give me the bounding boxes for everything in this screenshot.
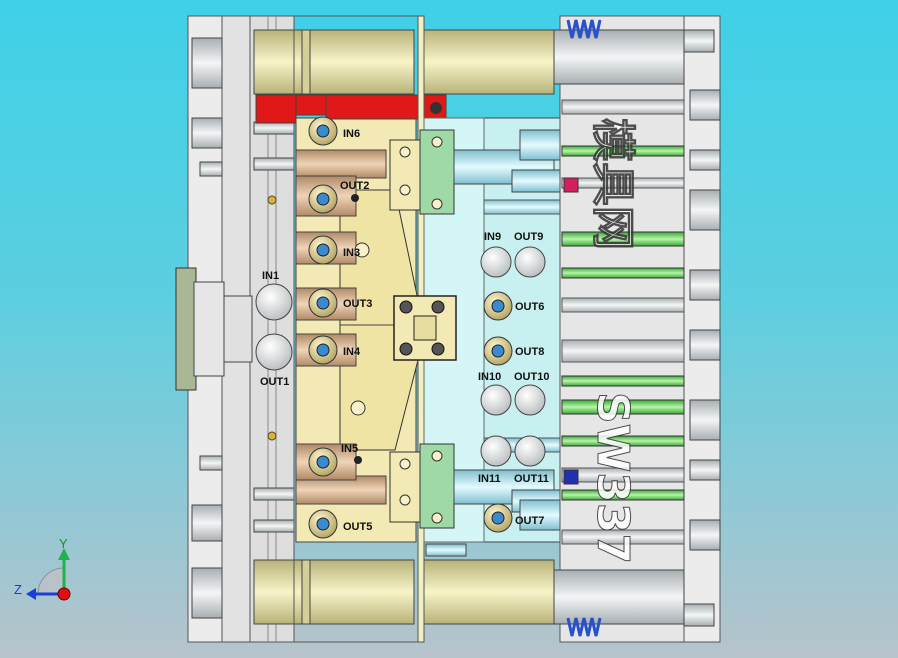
watermark-line2: SW337	[587, 392, 638, 564]
watermark-line1: 模具网	[587, 118, 638, 250]
center-lock-block	[393, 295, 457, 361]
label-out3: OUT3	[343, 298, 372, 310]
label-out8: OUT8	[515, 346, 544, 358]
label-out2: OUT2	[340, 180, 369, 192]
z-axis-arrow-icon	[26, 588, 36, 600]
left-bolts	[191, 37, 295, 619]
locating-ring	[175, 267, 253, 391]
label-in6: IN6	[343, 128, 360, 140]
axis-y-label: Y	[59, 536, 68, 551]
axis-triad: Y Z	[14, 536, 71, 601]
sprue-discs	[255, 283, 293, 371]
label-out9: OUT9	[514, 231, 543, 243]
label-out5: OUT5	[343, 521, 372, 533]
ejector-rods	[561, 99, 685, 545]
label-in5: IN5	[341, 443, 358, 455]
label-in11: IN11	[478, 473, 501, 485]
label-out10: OUT10	[514, 371, 549, 383]
watermark: 模具网 SW337	[587, 118, 639, 565]
label-in9: IN9	[484, 231, 501, 243]
label-out1: OUT1	[260, 376, 289, 388]
label-out11: OUT11	[514, 473, 549, 485]
right-bolts	[689, 89, 721, 551]
label-in1: IN1	[262, 270, 279, 282]
slider-blocks	[389, 129, 455, 529]
label-in4: IN4	[343, 346, 361, 358]
top-guide-rod	[253, 29, 555, 95]
port-labels: IN6 OUT2 IN3 OUT3 IN4 IN5 OUT5 IN1 OUT1 …	[260, 128, 549, 533]
origin-icon	[57, 587, 71, 601]
red-block	[255, 94, 447, 124]
y-axis-arrow-icon	[58, 548, 70, 560]
label-in10: IN10	[478, 371, 501, 383]
label-in3: IN3	[343, 247, 360, 259]
right-pipe-fittings	[480, 246, 546, 533]
label-out7: OUT7	[515, 515, 544, 527]
left-pipe-fittings	[295, 116, 387, 539]
axis-z-label: Z	[14, 582, 22, 597]
bottom-guide-rod	[253, 559, 555, 625]
label-out6: OUT6	[515, 301, 544, 313]
return-springs	[566, 19, 602, 637]
